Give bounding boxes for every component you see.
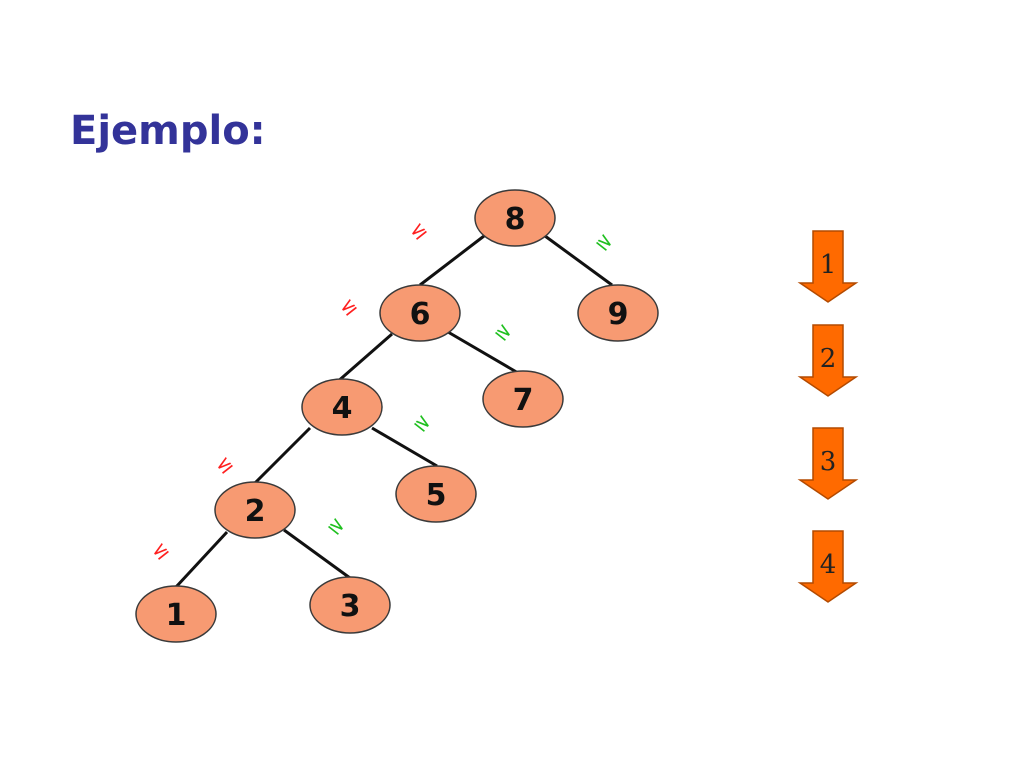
tree-node-3: 3	[309, 576, 391, 634]
relation-6-7: ≥	[490, 317, 518, 346]
relation-8-9: ≥	[591, 227, 619, 256]
relation-4-2: ≤	[210, 450, 238, 479]
node-label: 1	[166, 598, 187, 633]
edge-2-3	[283, 528, 351, 580]
tree-node-9: 9	[577, 284, 659, 342]
step-arrow-3: 3	[797, 427, 859, 500]
step-arrow-2: 2	[797, 324, 859, 397]
tree-node-7: 7	[482, 370, 564, 428]
relation-2-3: ≥	[323, 511, 351, 540]
edge-8-6	[419, 234, 485, 287]
down-arrow-icon	[797, 230, 859, 303]
tree-node-8: 8	[474, 189, 556, 247]
tree-node-4: 4	[301, 378, 383, 436]
edge-6-4	[335, 332, 393, 385]
down-arrow-icon	[797, 427, 859, 500]
step-label: 4	[820, 550, 837, 580]
node-label: 3	[340, 589, 361, 624]
node-ellipse	[474, 189, 556, 247]
node-ellipse	[395, 465, 477, 523]
relation-4-5: ≥	[409, 408, 437, 437]
node-label: 4	[332, 391, 353, 426]
slide-title: Ejemplo:	[70, 108, 266, 154]
node-ellipse	[309, 576, 391, 634]
step-label: 2	[820, 344, 837, 374]
step-arrow-4: 4	[797, 530, 859, 603]
node-ellipse	[482, 370, 564, 428]
edge-2-1	[174, 530, 229, 589]
node-ellipse	[301, 378, 383, 436]
node-label: 6	[410, 297, 431, 332]
node-label: 9	[608, 297, 629, 332]
node-label: 2	[245, 494, 266, 529]
relation-2-1: ≤	[146, 536, 174, 565]
step-label: 3	[820, 447, 837, 477]
relation-8-6: ≤	[404, 216, 432, 245]
node-ellipse	[135, 585, 217, 643]
edge-6-7	[447, 330, 526, 379]
node-ellipse	[577, 284, 659, 342]
edge-4-2	[251, 426, 312, 487]
down-arrow-icon	[797, 324, 859, 397]
tree-node-6: 6	[379, 284, 461, 342]
down-arrow-icon	[797, 530, 859, 603]
step-label: 1	[820, 250, 837, 280]
step-arrow-1: 1	[797, 230, 859, 303]
edge-8-9	[544, 234, 613, 287]
edge-4-5	[371, 426, 438, 468]
tree-node-1: 1	[135, 585, 217, 643]
relation-6-4: ≤	[334, 292, 362, 321]
tree-edges	[174, 234, 613, 589]
node-ellipse	[214, 481, 296, 539]
tree-node-2: 2	[214, 481, 296, 539]
node-label: 8	[505, 202, 526, 237]
tree-node-5: 5	[395, 465, 477, 523]
node-label: 5	[426, 478, 447, 513]
node-ellipse	[379, 284, 461, 342]
node-label: 7	[513, 383, 534, 418]
